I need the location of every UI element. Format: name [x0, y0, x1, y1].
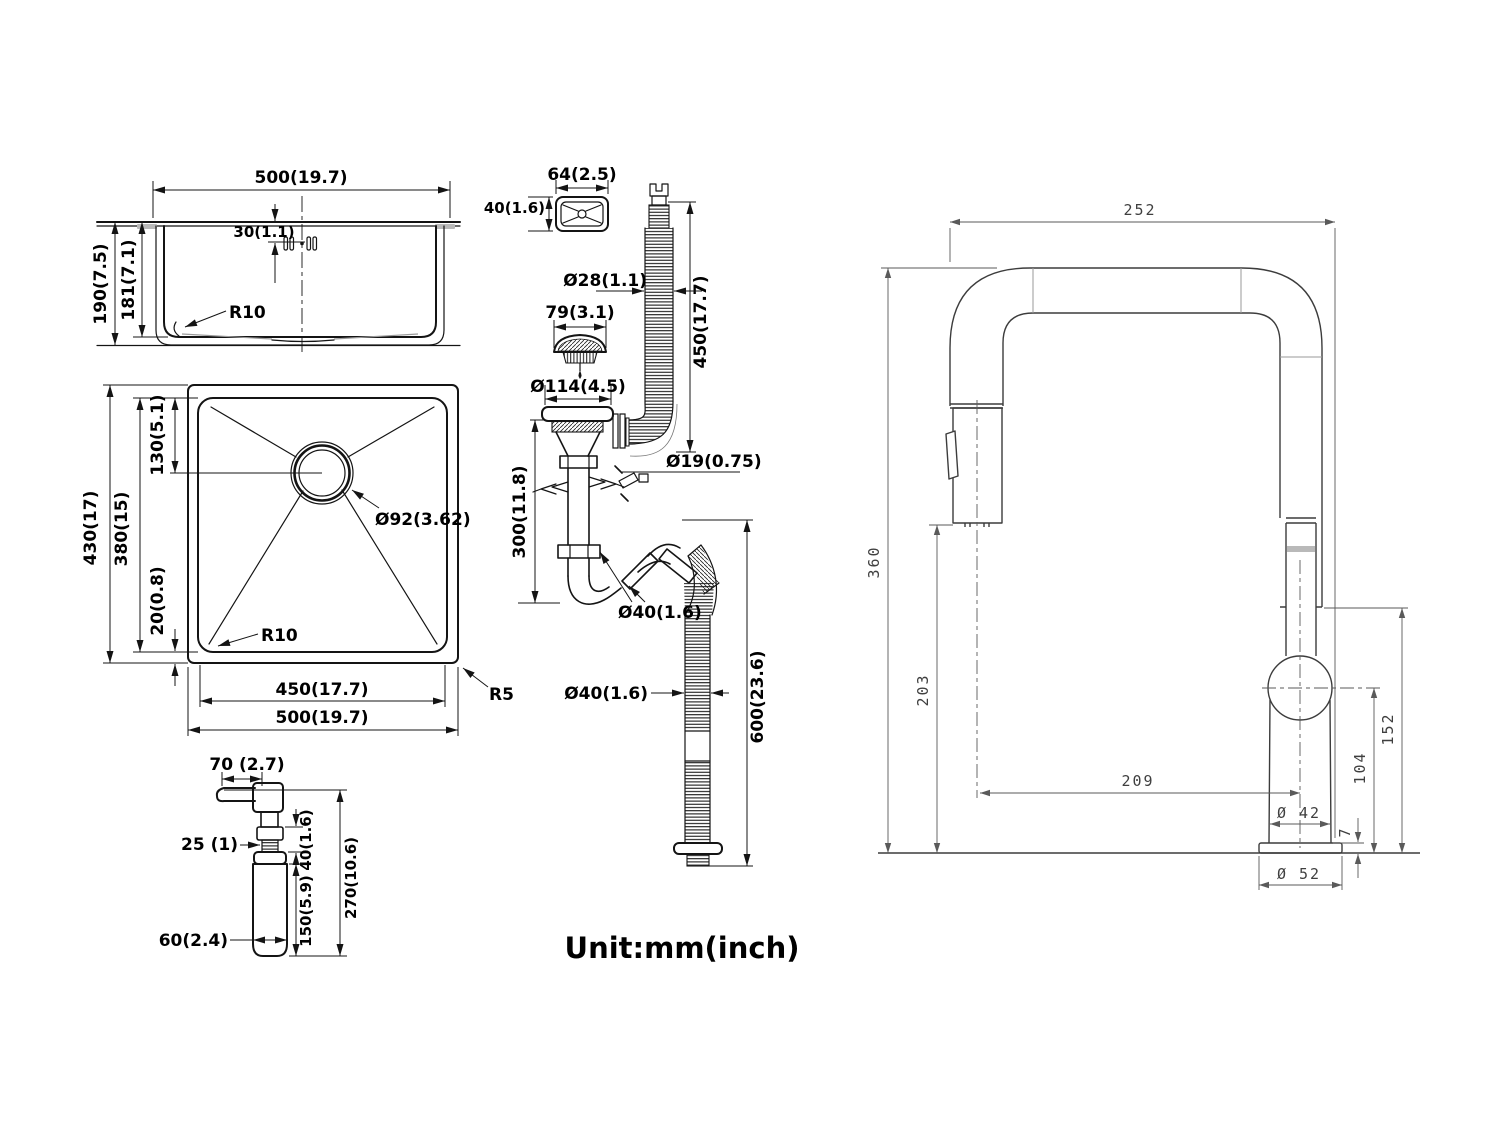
dim-overflow-hose-diameter: Ø28(1.1) [563, 271, 647, 291]
dim-top-outer-length: 430(17) [81, 491, 101, 566]
sink-side-view: 500(19.7) 30(1.1) 190(7.5) 181(7.1) R10 [91, 168, 461, 356]
dim-faucet-body-diameter: Ø 42 [1277, 804, 1321, 822]
basket-strainer-icon [553, 334, 607, 379]
dim-disp-thread-diameter: 25 (1) [181, 835, 238, 855]
dim-top-corner-radius-inner: R10 [261, 626, 298, 646]
dim-top-drain-diameter: Ø92(3.62) [375, 510, 471, 530]
dim-top-inner-width: 450(17.7) [276, 680, 369, 700]
dim-faucet-handle-top-height: 152 [1379, 712, 1397, 745]
dim-disp-collar-height: 40(1.6) [297, 809, 315, 870]
faucet-view: 252 360 203 209 Ø 42 7 Ø 52 104 152 [865, 201, 1420, 890]
dim-outlet-hose-length: 600(23.6) [748, 651, 768, 744]
dim-overflow-width: 64(2.5) [547, 165, 616, 185]
drain-kit-view: 64(2.5) 40(1.6) 450(17.7) Ø28(1.1) [484, 165, 768, 867]
overflow-hose-icon [612, 183, 678, 457]
dim-basket-diameter: 79(3.1) [545, 303, 614, 323]
dim-disp-bottle-diameter: 60(2.4) [159, 931, 228, 951]
faucet-hole-icon [283, 236, 318, 251]
dim-side-corner-radius: R10 [229, 303, 266, 323]
dim-faucet-base-thickness: 7 [1336, 826, 1354, 837]
soap-dispenser-icon [215, 782, 288, 957]
sink-top-view: 430(17) 380(15) 130(5.1) 20(0.8) Ø92(3.6… [81, 384, 514, 736]
faucet-icon [878, 267, 1420, 854]
dim-faucet-ball-center-height: 104 [1351, 751, 1369, 784]
dim-trap-height: 300(11.8) [510, 466, 530, 559]
dim-faucet-base-diameter: Ø 52 [1277, 865, 1321, 883]
soap-dispenser-view: 70 (2.7) 25 (1) 40(1.6) 150(5.9) 270(10.… [159, 755, 360, 957]
dim-inlet-diameter: Ø19(0.75) [666, 452, 762, 472]
dim-flange-diameter: Ø114(4.5) [530, 377, 626, 397]
dim-faucet-spout-clearance: 203 [914, 673, 932, 706]
dim-side-outer-depth: 190(7.5) [91, 243, 111, 324]
dim-disp-bottle-height: 150(5.9) [297, 875, 315, 947]
dim-disp-spout-length: 70 (2.7) [209, 755, 284, 775]
overflow-plate-icon [555, 196, 609, 232]
unit-note: Unit:mm(inch) [565, 931, 800, 965]
dim-top-inner-length: 380(15) [112, 492, 132, 567]
dim-disp-overall-height: 270(10.6) [342, 837, 360, 919]
dim-side-hole-offset: 30(1.1) [233, 223, 294, 241]
dim-faucet-spout-reach: 252 [1123, 201, 1156, 219]
dim-side-top-width: 500(19.7) [255, 168, 348, 188]
drain-trap-icon [532, 406, 723, 867]
dim-side-inner-depth: 181(7.1) [119, 239, 139, 320]
dim-faucet-overall-height: 360 [865, 545, 883, 578]
dim-top-corner-radius-outer: R5 [489, 685, 514, 705]
dim-overflow-height: 40(1.6) [484, 199, 545, 217]
dim-trap-pipe-diameter: Ø40(1.6) [618, 603, 702, 623]
dim-top-edge-gap: 20(0.8) [148, 566, 168, 635]
dim-faucet-spout-to-body: 209 [1121, 772, 1154, 790]
dim-top-drain-offset: 130(5.1) [148, 394, 168, 475]
dim-overflow-hose-length: 450(17.7) [691, 276, 711, 369]
dim-outlet-hose-diameter: Ø40(1.6) [564, 684, 648, 704]
dim-top-outer-width: 500(19.7) [276, 708, 369, 728]
